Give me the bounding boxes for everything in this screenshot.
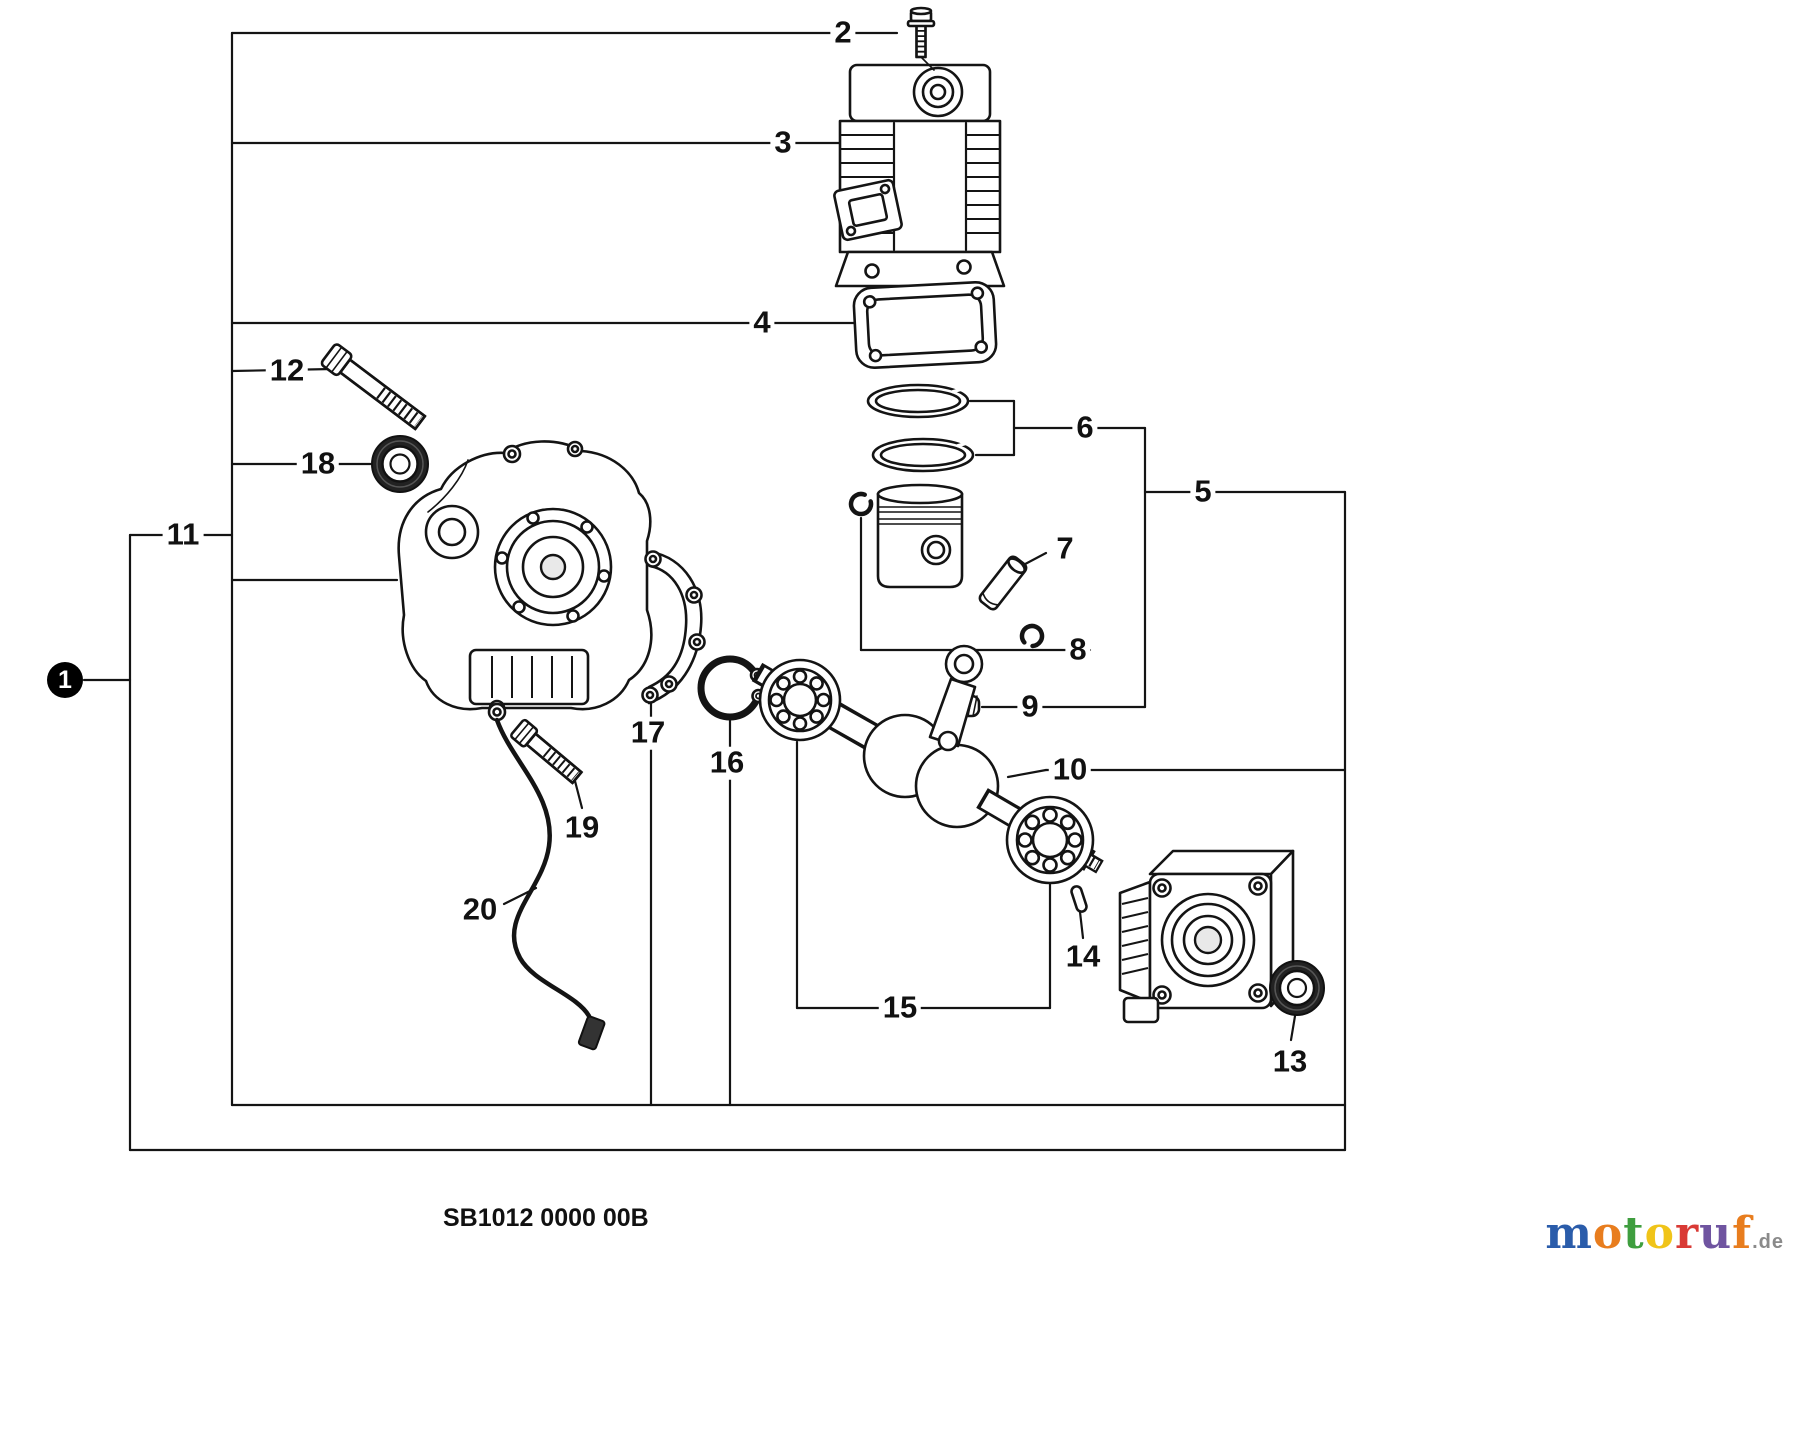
part-7-piston-pin bbox=[978, 555, 1028, 611]
logo-tld[interactable]: .de bbox=[1752, 1231, 1784, 1253]
callout-13: 13 bbox=[1268, 1045, 1312, 1079]
callout-18: 18 bbox=[296, 447, 340, 481]
part-15-bearings bbox=[758, 658, 1095, 885]
diagram-code: SB1012 0000 00B bbox=[443, 1204, 649, 1232]
part-13-oil-seal bbox=[1269, 960, 1325, 1016]
part-4-cylinder-gasket bbox=[852, 281, 998, 369]
part-18-oil-seal bbox=[371, 435, 429, 493]
callout-9: 9 bbox=[1017, 690, 1043, 724]
callout-12: 12 bbox=[265, 354, 309, 388]
callout-17: 17 bbox=[626, 716, 670, 750]
part-11-crankcase-half-left bbox=[397, 440, 653, 717]
callout-7: 7 bbox=[1052, 532, 1078, 566]
part-3-cylinder bbox=[833, 63, 1006, 288]
callout-10: 10 bbox=[1048, 753, 1092, 787]
callout-1: 1 bbox=[47, 662, 83, 698]
logo-letter-o[interactable]: o bbox=[1644, 1208, 1675, 1259]
callout-14: 14 bbox=[1061, 940, 1105, 974]
callout-4: 4 bbox=[749, 306, 775, 340]
callout-2: 2 bbox=[830, 16, 856, 50]
part-crankcase-half-right bbox=[1118, 849, 1295, 1024]
logo-letter-r[interactable]: r bbox=[1674, 1208, 1700, 1259]
logo-letter-f[interactable]: f bbox=[1732, 1208, 1753, 1259]
callout-3: 3 bbox=[770, 126, 796, 160]
callout-5: 5 bbox=[1190, 475, 1216, 509]
part-20-wire bbox=[487, 702, 606, 1051]
part-19-bolt bbox=[510, 718, 584, 785]
part-8-circlip-right bbox=[1019, 623, 1045, 649]
logo-wordmark[interactable]: motoruf bbox=[1545, 1208, 1752, 1259]
part-12-bolt bbox=[320, 343, 427, 431]
callout-8: 8 bbox=[1065, 633, 1091, 667]
motoruf-logo[interactable]: motoruf.de bbox=[1545, 1208, 1784, 1259]
logo-letter-u[interactable]: u bbox=[1699, 1208, 1733, 1259]
bearing-right bbox=[1005, 795, 1095, 885]
part-5-piston bbox=[876, 483, 964, 589]
bearing-left bbox=[758, 658, 842, 742]
part-17-crankcase-gasket bbox=[641, 550, 706, 705]
callout-15: 15 bbox=[878, 991, 922, 1025]
logo-letter-o[interactable]: o bbox=[1592, 1208, 1624, 1259]
logo-letter-m[interactable]: m bbox=[1545, 1208, 1593, 1259]
callout-19: 19 bbox=[560, 811, 604, 845]
assembly-lines bbox=[920, 56, 935, 71]
callout-11: 11 bbox=[162, 518, 204, 552]
callout-16: 16 bbox=[705, 746, 749, 780]
callout-6: 6 bbox=[1072, 411, 1098, 445]
part-14-pin bbox=[1070, 885, 1088, 913]
logo-letter-t[interactable]: t bbox=[1623, 1208, 1645, 1259]
part-6-piston-rings bbox=[866, 383, 975, 473]
part-8-circlip-left bbox=[848, 491, 874, 517]
leader-lines bbox=[82, 31, 1347, 1152]
callout-20: 20 bbox=[458, 893, 502, 927]
